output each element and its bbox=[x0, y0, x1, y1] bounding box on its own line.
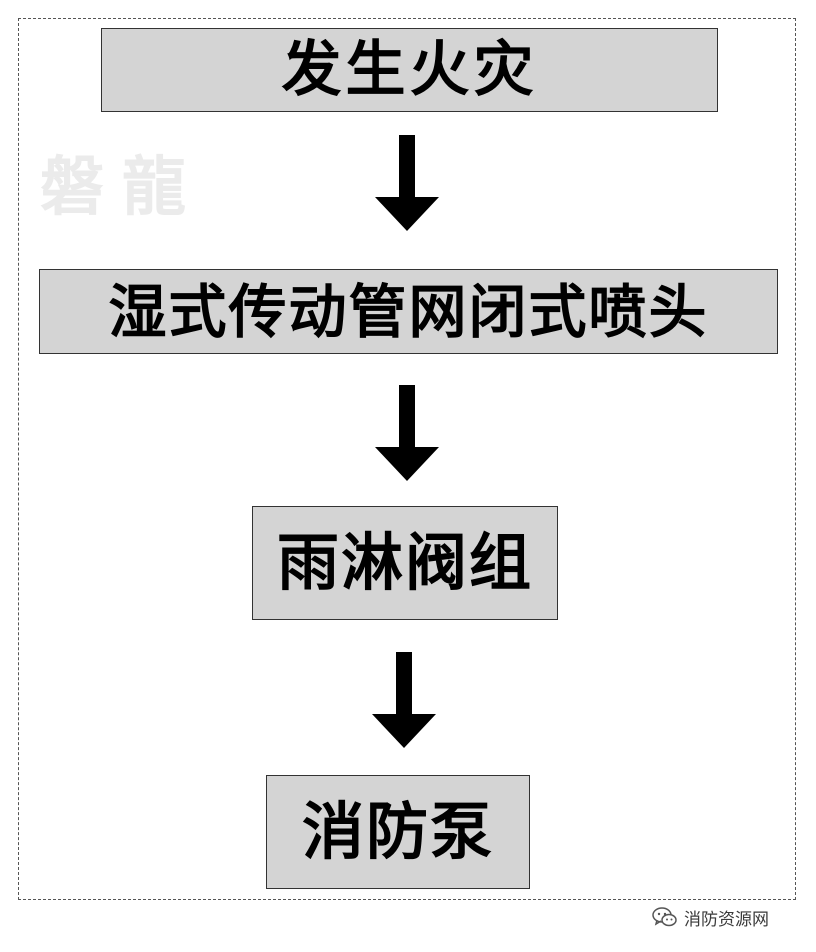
flow-step-label: 发生火灾 bbox=[281, 35, 538, 105]
flow-step-label: 雨淋阀组 bbox=[276, 526, 533, 599]
flow-step-label: 消防泵 bbox=[301, 795, 494, 868]
flow-step-sprinkler-heads: 湿式传动管网闭式喷头 bbox=[39, 269, 778, 354]
down-arrow-icon bbox=[372, 652, 436, 748]
source-watermark: 消防资源网 bbox=[652, 905, 769, 930]
flow-step-deluge-valve: 雨淋阀组 bbox=[252, 506, 558, 620]
flow-step-label: 湿式传动管网闭式喷头 bbox=[108, 277, 709, 346]
wechat-icon bbox=[652, 907, 677, 927]
flow-step-fire-pump: 消防泵 bbox=[266, 775, 530, 889]
flow-step-fire-occurs: 发生火灾 bbox=[101, 28, 718, 112]
diagram-frame bbox=[18, 18, 796, 900]
down-arrow-icon bbox=[375, 135, 439, 231]
watermark-logo: 磐龍 bbox=[40, 150, 204, 225]
source-label: 消防资源网 bbox=[684, 909, 769, 930]
down-arrow-icon bbox=[375, 385, 439, 481]
